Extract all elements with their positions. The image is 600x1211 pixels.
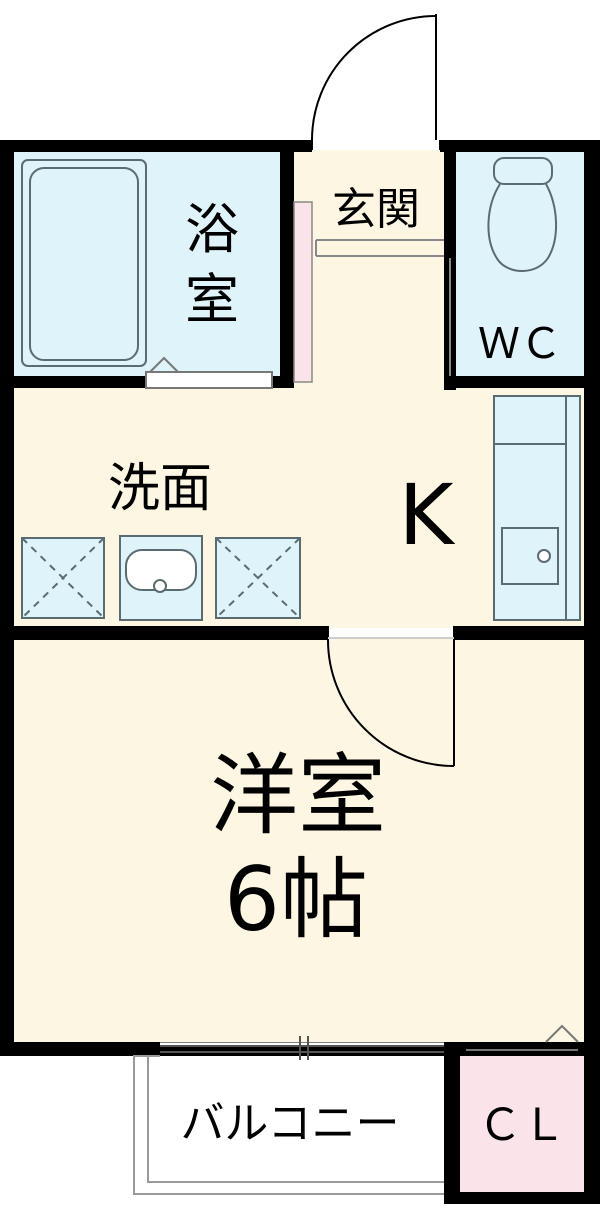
closet-label: ＣＬ [478,1100,566,1151]
entrance-step [315,239,444,257]
bathroom-label-1: 浴 [185,198,239,261]
bathroom-label-2: 室 [185,268,239,331]
washer-space-right [215,537,301,619]
bathtub [21,159,147,367]
wc-floor [456,150,584,376]
wc-label: ＷＣ [478,319,562,368]
entrance-label: 玄関 [332,184,420,235]
washbasin [119,535,203,621]
western-room-floor [14,638,584,1042]
western-room-size-label: 6帖 [224,848,368,951]
balcony-window [160,1036,444,1060]
bathroom-door [145,356,273,389]
closet-door-marker [545,1024,579,1043]
kitchen-counter [493,395,581,621]
hall-floor [294,258,444,398]
shoe-cabinet [293,201,313,383]
kitchen-label: K [398,466,455,564]
entrance-door [311,14,441,150]
closet-floor [460,1056,584,1192]
washroom-label: 洗面 [108,459,212,519]
balcony-label: バルコニー [180,1098,399,1149]
room-door [327,626,455,767]
balcony [133,1055,444,1195]
western-room-label: 洋室 [210,744,386,847]
washer-space-left [21,537,105,619]
toilet [487,157,558,272]
